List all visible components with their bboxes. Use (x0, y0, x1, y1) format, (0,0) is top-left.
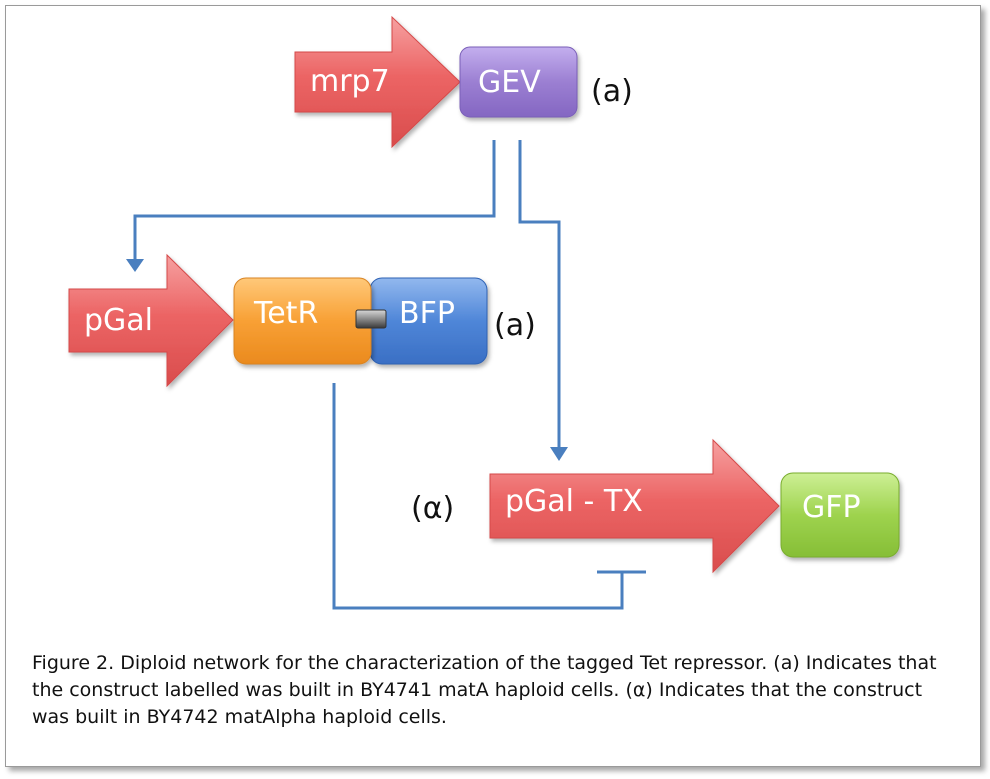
gene-label-gfp: GFP (802, 490, 861, 525)
arrowhead-pgal-tx (550, 447, 568, 461)
gene-label-tetr: TetR (253, 296, 318, 331)
edge-gev-to-pgal-tx (518, 140, 561, 450)
promoter-label-mrp7: mrp7 (310, 64, 390, 99)
promoter-mrp7 (294, 15, 461, 149)
promoter-label-pgal: pGal (84, 303, 153, 338)
arrowhead-pgal (126, 259, 144, 272)
gene-label-gev: GEV (478, 65, 541, 100)
gene-gfp (780, 472, 900, 558)
linker-tetr-bfp (355, 309, 387, 329)
promoter-pgal (68, 253, 234, 388)
connectors (133, 140, 646, 610)
edge-gev-to-pgal (133, 140, 496, 262)
promoter-label-pgal-tx: pGal - TX (505, 484, 643, 519)
marker-gev: (a) (591, 74, 633, 109)
marker-pgal-tx: (α) (411, 491, 454, 526)
promoter-pgal-tx (489, 438, 780, 574)
gene-label-bfp: BFP (399, 296, 455, 331)
edge-tetr-represses-pgal-tx (332, 383, 624, 610)
marker-tetr-bfp: (a) (494, 308, 536, 343)
gene-gev (459, 46, 578, 118)
figure-caption: Figure 2. Diploid network for the charac… (32, 652, 937, 728)
